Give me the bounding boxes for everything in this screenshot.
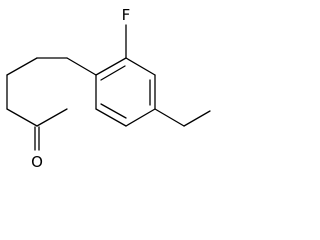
benzene-ring [95, 57, 156, 127]
bond-c5-c4a [66, 57, 97, 76]
fluorine-label-bg [118, 4, 134, 24]
skeletal-structure: F O [6, 4, 211, 171]
bond-ch2-ch3 [183, 110, 211, 127]
aromatic-inner-bond-1 [100, 65, 126, 81]
bond-c8-c8a [95, 108, 127, 127]
bond-c4a-c5 [95, 57, 127, 76]
oxygen-label-bg [29, 151, 45, 171]
cyclohexanone-ring [6, 57, 97, 127]
ethyl-substituent [154, 108, 211, 127]
bond-c1-c2 [6, 108, 38, 127]
carbonyl-group [34, 126, 40, 151]
bond-c5-c6 [125, 57, 156, 76]
bond-c8a-c1 [36, 108, 68, 127]
bond-c7-ch2 [154, 108, 185, 127]
oxygen-atom-label: O [31, 153, 43, 171]
bond-c3-c4 [6, 57, 38, 76]
aromatic-inner-bond-3 [100, 103, 127, 119]
bond-c7-c8 [125, 108, 156, 127]
fluorine-atom-label: F [122, 6, 131, 24]
